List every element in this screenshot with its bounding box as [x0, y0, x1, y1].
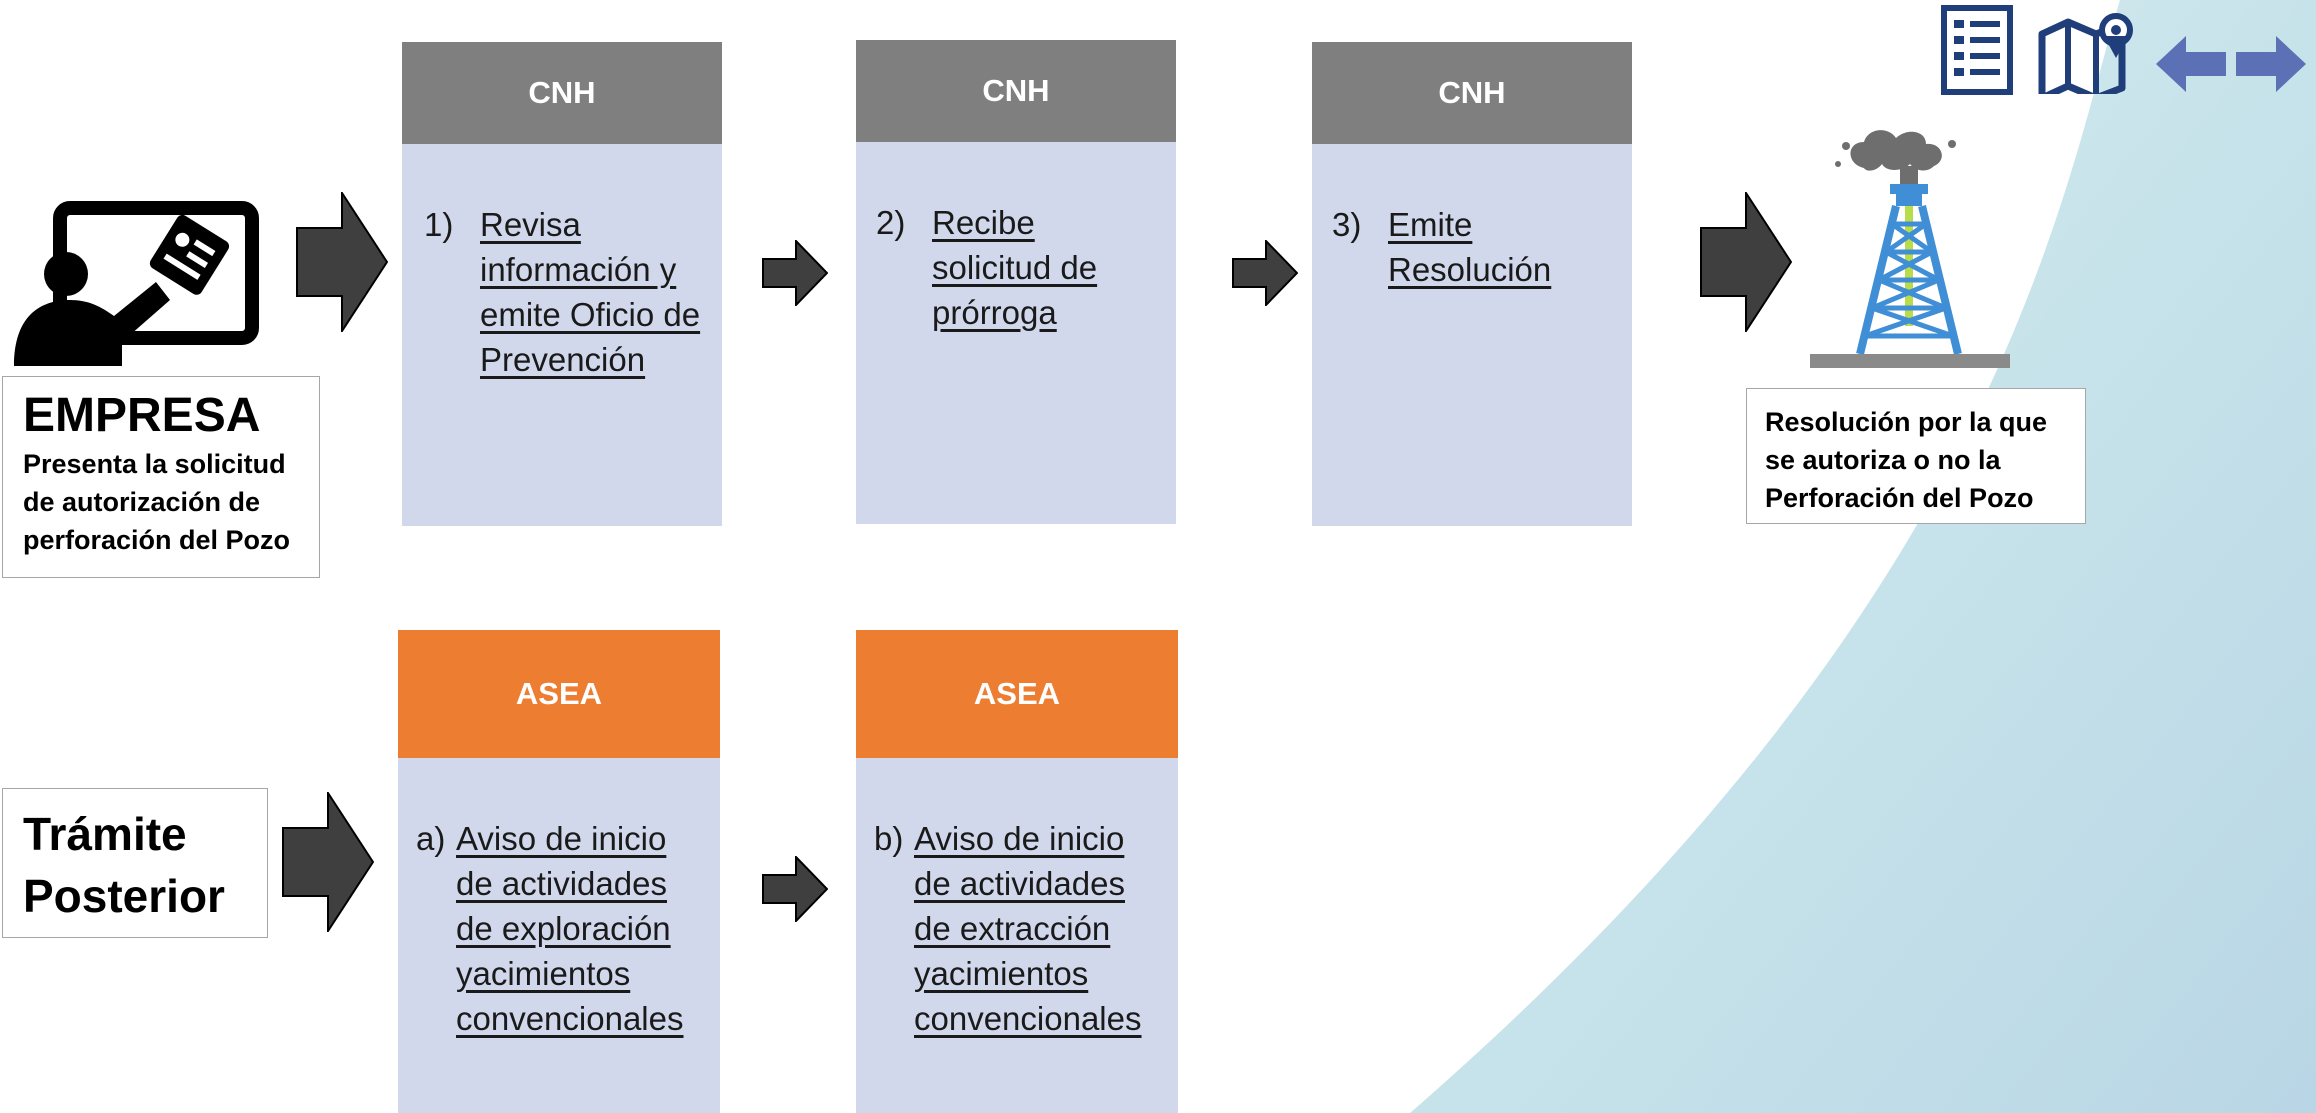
step-2-text[interactable]: 2) Recibe solicitud de prórroga [876, 200, 1168, 335]
step-1-number: 1) [424, 206, 454, 243]
back-arrow-icon[interactable] [2156, 36, 2226, 92]
step-1-link[interactable]: Revisa información y emite Oficio de Pre… [480, 206, 701, 378]
step-2-box [856, 142, 1176, 524]
step-a-number: a) [416, 820, 446, 857]
result-box: Resolución por la que se autoriza o no l… [1746, 388, 2086, 524]
tramite-box: Trámite Posterior [2, 788, 268, 938]
step-2-header: CNH [856, 40, 1176, 142]
step-b-text[interactable]: b) Aviso de inicio de actividades de ext… [874, 816, 1174, 1041]
map-pin-icon[interactable] [2038, 12, 2140, 94]
empresa-box: EMPRESA Presenta la solicitud de autoriz… [2, 376, 320, 578]
step-b-number: b) [874, 820, 904, 857]
flow-arrow-large [296, 192, 388, 332]
oil-derrick-icon [1806, 124, 2012, 372]
step-3-header: CNH [1312, 42, 1632, 144]
flow-arrow-small [1232, 240, 1298, 306]
index-list-icon[interactable] [1940, 4, 2014, 96]
step-2-link[interactable]: Recibe solicitud de prórroga [932, 204, 1098, 331]
tramite-title: Trámite Posterior [23, 808, 225, 922]
forward-arrow-icon[interactable] [2236, 36, 2306, 92]
empresa-title: EMPRESA [23, 389, 261, 442]
step-1-text[interactable]: 1) Revisa información y emite Oficio de … [424, 202, 716, 382]
step-3-link[interactable]: Emite Resolución [1388, 206, 1552, 288]
step-a-link[interactable]: Aviso de inicio de actividades de explor… [456, 820, 684, 1037]
flow-arrow-large [282, 792, 374, 932]
step-a-text[interactable]: a) Aviso de inicio de actividades de exp… [416, 816, 716, 1041]
step-1-box [402, 144, 722, 526]
flow-arrow-small [762, 240, 828, 306]
flow-arrow-large [1700, 192, 1792, 332]
empresa-text: Presenta la solicitud de autorización de… [23, 449, 291, 555]
step-b-link[interactable]: Aviso de inicio de actividades de extrac… [914, 820, 1142, 1037]
step-a-box [398, 758, 720, 1113]
result-text: Resolución por la que se autoriza o no l… [1765, 407, 2048, 513]
step-3-text[interactable]: 3) Emite Resolución [1332, 202, 1624, 292]
step-3-number: 3) [1332, 206, 1362, 243]
presenter-icon [10, 196, 262, 368]
step-2-number: 2) [876, 204, 906, 241]
step-3-box [1312, 144, 1632, 526]
flow-arrow-small [762, 856, 828, 922]
step-1-header: CNH [402, 42, 722, 144]
step-b-box [856, 758, 1178, 1113]
step-b-header: ASEA [856, 630, 1178, 758]
step-a-header: ASEA [398, 630, 720, 758]
